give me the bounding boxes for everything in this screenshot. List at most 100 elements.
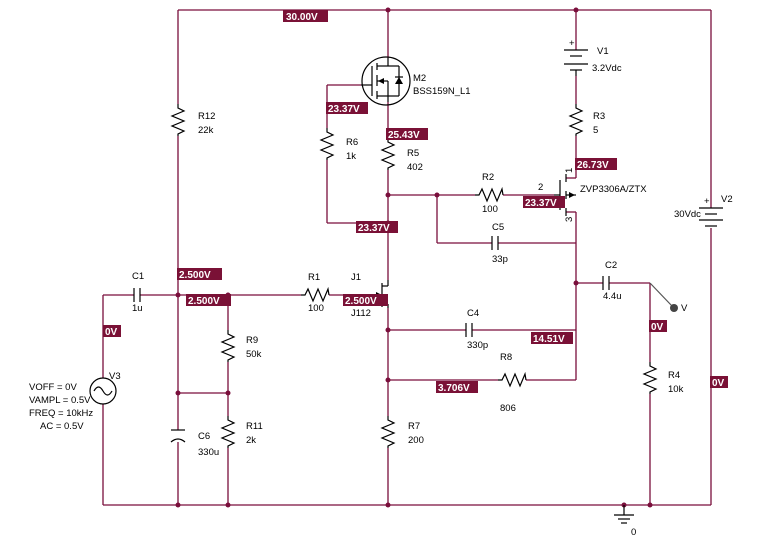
- r4-value: 10k: [668, 384, 684, 395]
- svg-text:14.51V: 14.51V: [533, 334, 565, 345]
- v2-value: 30Vdc: [674, 209, 701, 220]
- q1-value: ZVP3306A/ZTX: [580, 184, 647, 195]
- voltage-marker-r5-bottom: 23.37V: [356, 221, 398, 234]
- svg-text:25.43V: 25.43V: [388, 130, 420, 141]
- j1-value: J112: [351, 308, 371, 319]
- v3-freq: FREQ = 10kHz: [29, 408, 93, 419]
- c4-value: 330p: [467, 340, 488, 351]
- r12-ref: R12: [198, 111, 215, 122]
- svg-text:0V: 0V: [651, 322, 664, 333]
- voltage-marker-source: 3.706V: [436, 381, 478, 394]
- voltage-marker-j1-gate: 2.500V: [343, 294, 388, 307]
- voltage-marker-q1-source: 26.73V: [575, 158, 617, 171]
- resistor-r2[interactable]: R2 100: [475, 172, 504, 215]
- r3-value: 5: [593, 125, 598, 136]
- r12-value: 22k: [198, 125, 214, 136]
- voltage-marker-input: 0V: [103, 325, 121, 338]
- mosfet-m2[interactable]: M2 BSS159N_L1: [361, 56, 471, 106]
- c6-ref: C6: [198, 431, 210, 442]
- resistor-r3[interactable]: R3 5: [568, 104, 605, 136]
- svg-text:23.37V: 23.37V: [525, 198, 557, 209]
- v1-ref: V1: [597, 46, 609, 57]
- r3-ref: R3: [593, 111, 605, 122]
- resistor-r4[interactable]: R4 10k: [642, 362, 684, 395]
- dc-source-v1[interactable]: + V1 3.2Vdc: [564, 38, 622, 76]
- voltage-marker-drain: 14.51V: [531, 332, 573, 345]
- r8-value: 806: [500, 403, 516, 414]
- voltage-markers: 30.00V 23.37V 25.43V 23.37V 23.37V 26.73…: [103, 10, 728, 394]
- r2-ref: R2: [482, 172, 494, 183]
- svg-text:2.500V: 2.500V: [188, 296, 220, 307]
- svg-text:0V: 0V: [105, 327, 118, 338]
- ground-symbol: 0: [614, 505, 636, 538]
- v2-plus-sign: +: [704, 196, 710, 207]
- r5-value: 402: [407, 162, 423, 173]
- r6-ref: R6: [346, 137, 358, 148]
- r8-ref: R8: [500, 352, 512, 363]
- svg-text:2.500V: 2.500V: [345, 296, 377, 307]
- r1-value: 100: [308, 303, 324, 314]
- resistor-r9[interactable]: R9 50k: [220, 330, 262, 362]
- voltage-probe[interactable]: V: [649, 282, 688, 314]
- v1-plus-sign: +: [569, 38, 575, 49]
- r7-value: 200: [408, 435, 424, 446]
- v3-ac: AC = 0.5V: [40, 421, 84, 432]
- voltage-marker-top: 30.00V: [283, 10, 328, 23]
- v2-ref: V2: [721, 194, 733, 205]
- resistor-r6[interactable]: R6 1k: [319, 128, 358, 162]
- v3-vampl: VAMPL = 0.5V: [29, 395, 91, 406]
- pmos-q1[interactable]: 2 1 3 ZVP3306A/ZTX: [538, 168, 647, 222]
- voltage-marker-output: 0V: [649, 320, 667, 333]
- capacitor-c6[interactable]: C6 330u: [170, 429, 219, 458]
- r6-value: 1k: [346, 151, 356, 162]
- c5-ref: C5: [492, 222, 504, 233]
- j1-ref: J1: [351, 272, 361, 283]
- c1-value: 1u: [132, 303, 143, 314]
- resistor-r8[interactable]: R8 806: [498, 352, 527, 414]
- r4-ref: R4: [668, 370, 680, 381]
- c2-ref: C2: [605, 260, 617, 271]
- svg-text:23.37V: 23.37V: [358, 223, 390, 234]
- voltage-marker-m2-source: 25.43V: [386, 128, 428, 141]
- v3-voff: VOFF = 0V: [29, 382, 77, 393]
- capacitor-c1[interactable]: C1 1u: [132, 271, 144, 314]
- v3-ref: V3: [109, 371, 121, 382]
- resistor-r1[interactable]: R1 100: [301, 272, 330, 314]
- r2-value: 100: [482, 204, 498, 215]
- c1-ref: C1: [132, 271, 144, 282]
- resistor-r7[interactable]: R7 200: [380, 416, 424, 448]
- resistor-r12[interactable]: R12 22k: [170, 104, 215, 136]
- svg-text:26.73V: 26.73V: [577, 160, 609, 171]
- r7-ref: R7: [408, 421, 420, 432]
- c5-value: 33p: [492, 254, 508, 265]
- resistor-r11[interactable]: R11 2k: [220, 416, 263, 448]
- resistor-r5[interactable]: R5 402: [380, 138, 423, 173]
- ground-label: 0: [631, 527, 636, 538]
- v1-value: 3.2Vdc: [592, 63, 622, 74]
- r1-ref: R1: [308, 272, 320, 283]
- ac-source-v3[interactable]: V3 VOFF = 0V VAMPL = 0.5V FREQ = 10kHz A…: [29, 371, 121, 432]
- voltage-marker-m2-gate: 23.37V: [326, 102, 368, 115]
- r5-ref: R5: [407, 148, 419, 159]
- capacitor-c5[interactable]: C5 33p: [491, 222, 508, 265]
- q1-pin3: 3: [564, 217, 575, 222]
- c4-ref: C4: [467, 308, 479, 319]
- svg-text:3.706V: 3.706V: [438, 383, 470, 394]
- r11-value: 2k: [246, 435, 256, 446]
- q1-pin2: 2: [538, 182, 543, 193]
- voltage-marker-v2: 0V: [710, 376, 728, 389]
- dc-source-v2[interactable]: + V2 30Vdc: [674, 194, 733, 227]
- voltage-marker-bias-2: 2.500V: [186, 294, 231, 307]
- c2-value: 4.4u: [603, 291, 622, 302]
- r9-value: 50k: [246, 349, 262, 360]
- capacitor-c2[interactable]: C2 4.4u: [602, 260, 622, 302]
- r11-ref: R11: [246, 421, 263, 432]
- svg-text:0V: 0V: [712, 378, 725, 389]
- svg-text:2.500V: 2.500V: [179, 270, 211, 281]
- voltage-marker-bias: 2.500V: [177, 268, 222, 281]
- q1-pin1: 1: [564, 168, 575, 173]
- m2-ref: M2: [413, 73, 426, 84]
- capacitor-c4[interactable]: C4 330p: [465, 308, 488, 351]
- svg-text:30.00V: 30.00V: [286, 12, 318, 23]
